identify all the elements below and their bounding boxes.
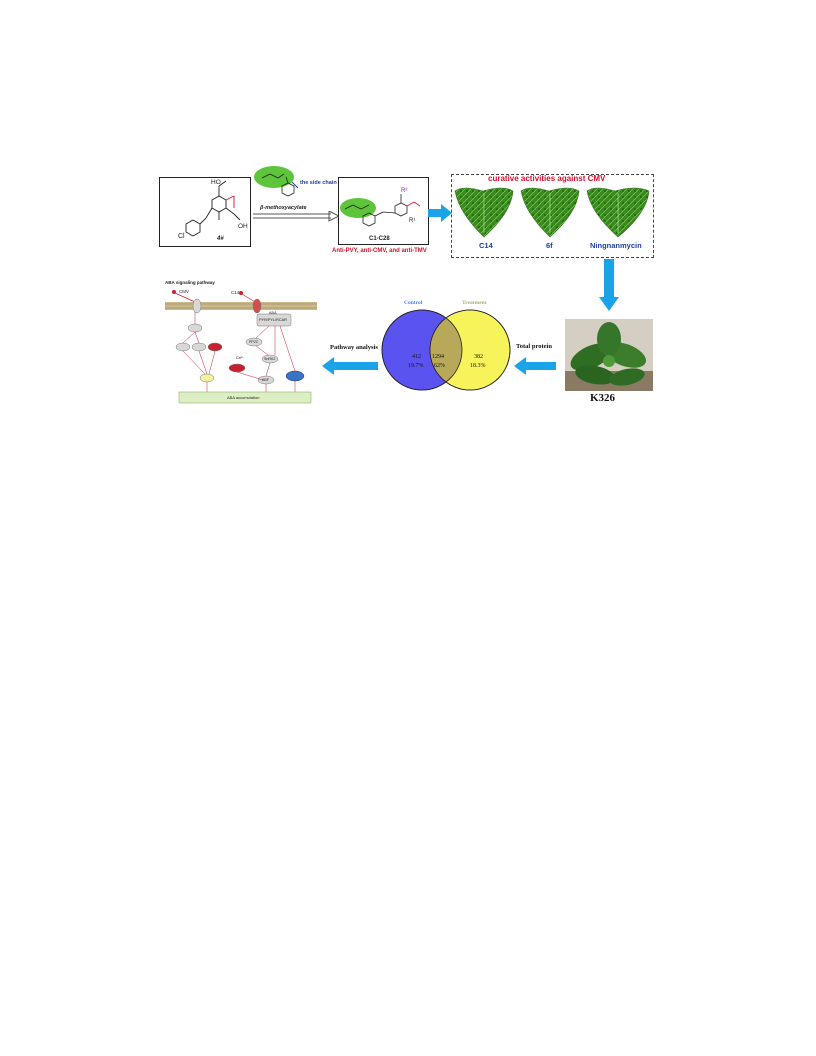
venn-treatment-percent: 18.3% <box>470 363 486 369</box>
cmv-label: CMV <box>179 289 189 294</box>
to-plant-arrow <box>599 259 619 311</box>
compound-4-panel: Cl HO OH 4# <box>159 177 251 247</box>
oh-atom: OH <box>238 223 248 230</box>
synthesis-arrow <box>253 211 339 222</box>
ca-label: Ca²⁺ <box>236 356 244 360</box>
r1-substituent: R¹ <box>409 218 415 224</box>
side-chain-label: the side chain <box>300 180 337 186</box>
receptor-complex-node <box>256 313 292 327</box>
curative-panel <box>451 174 654 258</box>
venn-overlap-count: 1294 <box>432 354 444 360</box>
leaf-c14 <box>454 187 514 238</box>
venn-overlap-region <box>430 310 462 390</box>
total-protein-arrow <box>514 357 556 375</box>
to-curative-arrow <box>428 204 452 222</box>
compound-4-label: 4# <box>217 236 224 242</box>
leaf-ningnanmycin <box>586 187 650 238</box>
pp2c-label: PP2C <box>249 340 259 344</box>
pharmacophore-ellipse <box>254 166 294 188</box>
receptor-complex-label: PYR/PYL/RCAR <box>259 318 287 322</box>
aba-label: ABA <box>269 311 277 315</box>
venn-diagram <box>381 309 511 391</box>
curative-title: curative activities against CMV <box>488 174 606 183</box>
c14-label: C14 <box>231 290 240 295</box>
abf-label: ABF <box>262 378 269 382</box>
venn-treatment-name: Treatment <box>462 300 487 306</box>
leaf-label-ningnanmycin: Ningnanmycin <box>590 241 642 250</box>
aba-pathway-diagram <box>165 290 317 404</box>
r2-substituent: R² <box>401 188 407 194</box>
venn-control-name: Control <box>404 300 423 306</box>
series-structure: R² R¹ <box>340 188 421 227</box>
tobacco-plant-image <box>565 319 653 391</box>
side-chain-ring <box>281 182 295 197</box>
plant-label: K326 <box>590 392 616 404</box>
pathway-analysis-label: Pathway analysis <box>330 344 378 351</box>
chlorophenyl-ring <box>185 219 201 237</box>
venn-overlap-percent: 62% <box>434 363 445 369</box>
leaf-images <box>454 187 650 238</box>
plant-photo <box>565 319 653 391</box>
aba-accumulation-bar <box>178 391 312 404</box>
ho-atom: HO <box>211 179 221 186</box>
compound-4-structure: Cl HO OH <box>178 179 248 240</box>
aba-pathway-title: ABA signaling pathway <box>165 280 215 285</box>
core-ring <box>211 195 227 213</box>
pp2c-node <box>245 337 263 347</box>
total-protein-label: Total protein <box>516 343 552 350</box>
cl-atom: Cl <box>178 233 185 240</box>
pharmacophore-label: β-methoxyacylate <box>260 205 307 211</box>
aba-pathway-panel: ABA signaling pathway CMV C14 ABA PYR/PY… <box>165 280 317 406</box>
venn-control-percent: 19.7% <box>408 363 424 369</box>
leaf-6f <box>520 187 580 238</box>
series-label: C1-C28 <box>369 236 390 242</box>
antiviral-activity-label: Anti-PVY, anti-CMV, and anti-TMV <box>332 248 427 254</box>
series-pharmacophore-ellipse <box>340 198 376 218</box>
aba-accumulation-label: ABA accumulation <box>227 395 260 400</box>
leaf-label-6f: 6f <box>546 241 553 250</box>
pathway-analysis-arrow <box>322 357 378 375</box>
venn-treatment-count: 382 <box>474 354 483 360</box>
membrane <box>165 302 317 310</box>
venn-control-count: 412 <box>412 354 421 360</box>
pharmacophore-side-chain <box>254 166 299 197</box>
leaf-label-c14: C14 <box>479 241 493 250</box>
snrk2-label: SnRK2 <box>264 357 276 361</box>
series-core-ring <box>394 202 408 217</box>
series-panel: R² R¹ C1-C28 <box>338 177 429 245</box>
